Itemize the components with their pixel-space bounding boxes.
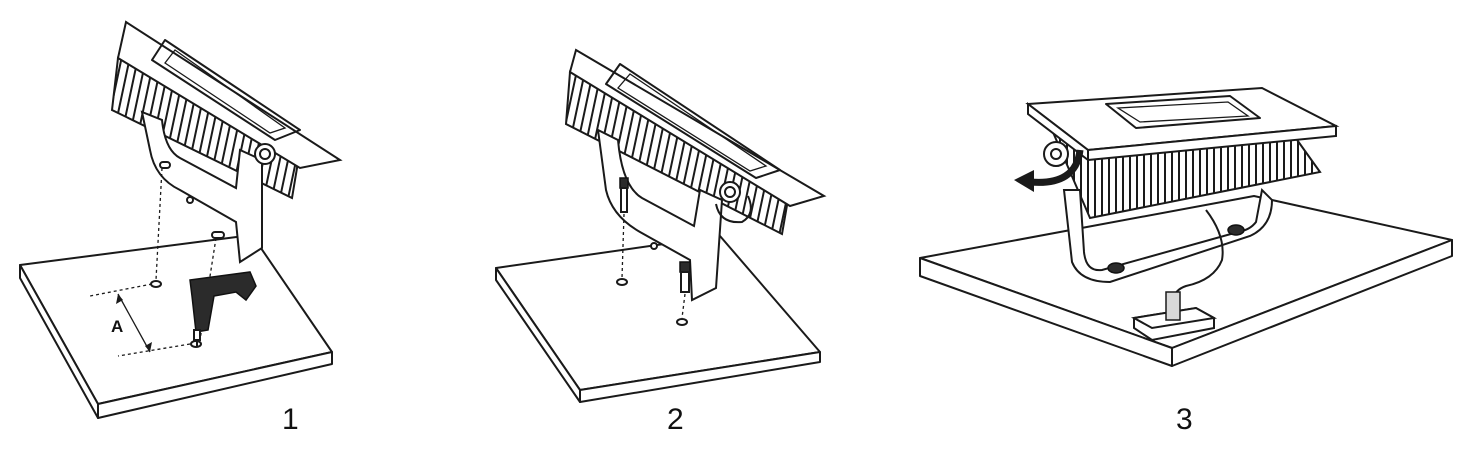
rotate-arrow-icon: [1029, 149, 1084, 186]
marked-hole-top: [150, 280, 162, 288]
mounting-surface: [19, 234, 333, 419]
step-1-illustration: [19, 20, 343, 419]
drill-icon: [189, 271, 257, 346]
dimension-arrow: [116, 293, 152, 353]
step-number-3: 3: [1176, 403, 1193, 436]
tighten-arrow-icon: [715, 195, 752, 224]
step-number-2: 2: [667, 403, 684, 436]
mounting-bolt-icon: [676, 261, 691, 326]
floodlight-fixture: [564, 48, 827, 302]
step-3-illustration: [919, 86, 1453, 367]
mounting-surface: [495, 235, 821, 403]
cable-connection: [1130, 209, 1224, 342]
dimension-label: A: [111, 317, 124, 336]
mounting-surface: [919, 195, 1453, 367]
step-number-1: 1: [282, 403, 299, 436]
floodlight-fixture: [110, 20, 343, 264]
floodlight-fixture: [1014, 86, 1340, 284]
mounting-bolt-icon: [616, 177, 629, 286]
step-2-illustration: [495, 48, 827, 403]
